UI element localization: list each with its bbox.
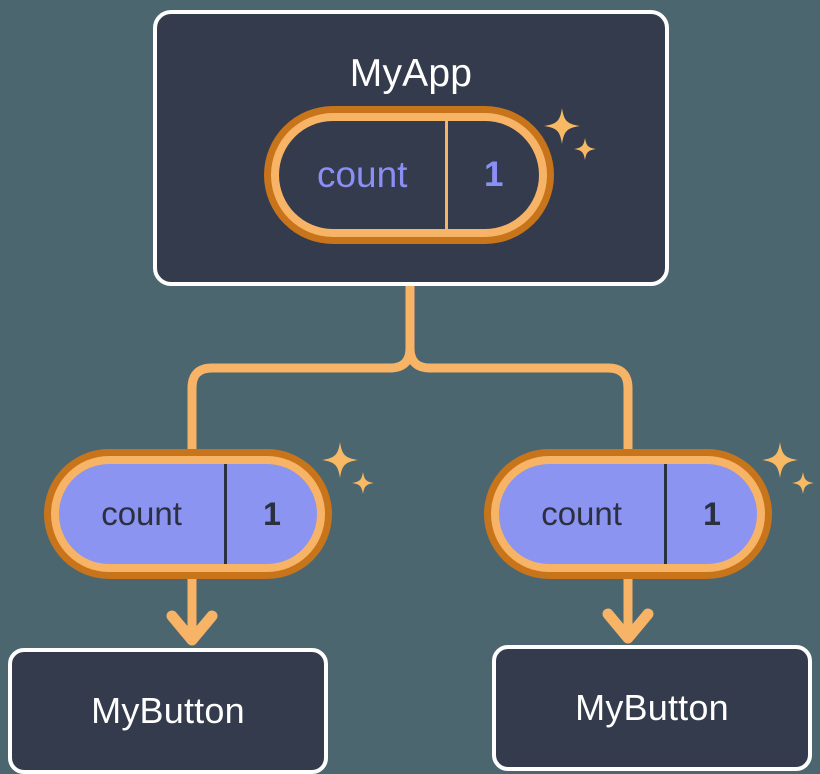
component-label-mybutton-1: MyButton (575, 687, 729, 728)
state-pill-inner-ring: count 1 (491, 456, 765, 572)
sparkle-small-icon (352, 472, 374, 494)
component-card-mybutton-1[interactable]: MyButton (492, 645, 812, 771)
state-pill-body: count 1 (499, 464, 757, 564)
component-card-mybutton-0[interactable]: MyButton (8, 648, 328, 774)
component-label-mybutton-0: MyButton (91, 690, 245, 731)
branch-connector-icon (405, 281, 633, 455)
state-pill-branch-0[interactable]: count 1 (44, 449, 332, 579)
state-name-root: count (316, 154, 408, 195)
state-pill-root[interactable]: count 1 (264, 106, 554, 244)
state-value-root: 1 (445, 121, 539, 229)
state-pill-body: count 1 (279, 121, 539, 229)
page-title: MyApp (349, 52, 473, 95)
sparkle-icon (762, 442, 798, 478)
state-value-branch-1: 1 (664, 464, 757, 564)
arrow-head-left-icon (166, 610, 218, 646)
sparkle-icon (322, 442, 358, 478)
state-pill-inner-ring: count 1 (271, 113, 547, 237)
sparkle-small-icon (792, 472, 814, 494)
branch-connector-left-icon (187, 343, 415, 455)
arrow-head-right-icon (602, 608, 654, 644)
state-pill-inner-ring: count 1 (51, 456, 325, 572)
state-name-branch-0: count (101, 495, 182, 532)
state-pill-branch-1[interactable]: count 1 (484, 449, 772, 579)
state-name-branch-1: count (541, 495, 622, 532)
state-value-branch-0: 1 (224, 464, 317, 564)
state-pill-body: count 1 (59, 464, 317, 564)
